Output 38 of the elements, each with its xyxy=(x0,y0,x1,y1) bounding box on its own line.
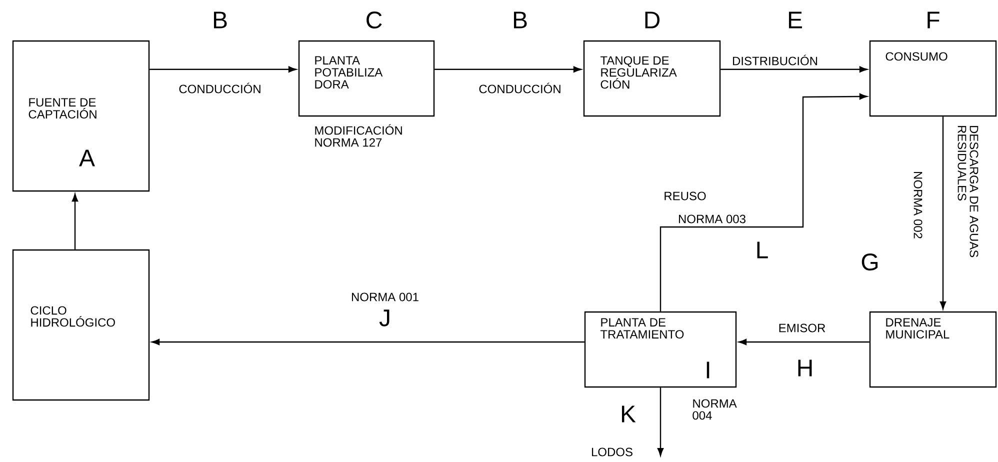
edge-label: DISTRIBUCIÓN xyxy=(731,54,819,66)
process-box: PLANTA DE TRATAMIENTO I xyxy=(584,311,737,388)
edge-label: EMISOR xyxy=(777,322,827,334)
arrow xyxy=(150,66,296,72)
node-label: D xyxy=(645,12,660,28)
edge-label: REUSO xyxy=(662,190,708,202)
process-box: F CONSUMO xyxy=(869,12,997,117)
letter-label: G xyxy=(862,254,878,270)
edge-label: CONDUCCIÓN xyxy=(178,82,262,94)
node-note: MODIFICACIÓN NORMA 127 xyxy=(315,124,402,147)
arrow xyxy=(720,66,868,72)
letter-label: B xyxy=(214,12,227,28)
process-box: C PLANTA POTABILIZA DORA xyxy=(298,12,435,117)
norm-label: NORMA 004 xyxy=(692,399,737,420)
letter-label: B xyxy=(514,12,527,28)
edge-label: DESCARGA DE AGUAS RESIDUALES xyxy=(956,124,980,286)
arrow xyxy=(434,66,582,72)
norm-label: NORMA 002 xyxy=(912,170,924,240)
norm-label: NORMA 003 xyxy=(677,214,748,224)
edge-label: LODOS xyxy=(590,446,634,458)
arrow xyxy=(72,194,78,250)
process-box: DRENAJE MUNICIPAL xyxy=(869,311,997,388)
edge-label: CONDUCCIÓN xyxy=(478,82,562,94)
arrow xyxy=(152,338,584,346)
arrow xyxy=(660,93,868,312)
process-box: CICLO HIDROLÓGICO xyxy=(12,249,150,401)
edge-label: NORMA 001 xyxy=(350,292,420,302)
arrow xyxy=(940,116,946,310)
letter-label: J xyxy=(379,310,390,326)
process-box: FUENTE DE CAPTACIÓN A xyxy=(12,40,150,192)
letter-label: H xyxy=(798,360,812,376)
letter-label: L xyxy=(757,242,768,258)
node-label: F xyxy=(928,12,940,28)
arrow xyxy=(738,338,870,346)
arrow xyxy=(657,388,664,456)
node-label: C xyxy=(366,12,382,28)
letter-label: E xyxy=(788,12,802,28)
process-box: D TANQUE DE REGULARIZA CIÓN xyxy=(583,12,721,117)
